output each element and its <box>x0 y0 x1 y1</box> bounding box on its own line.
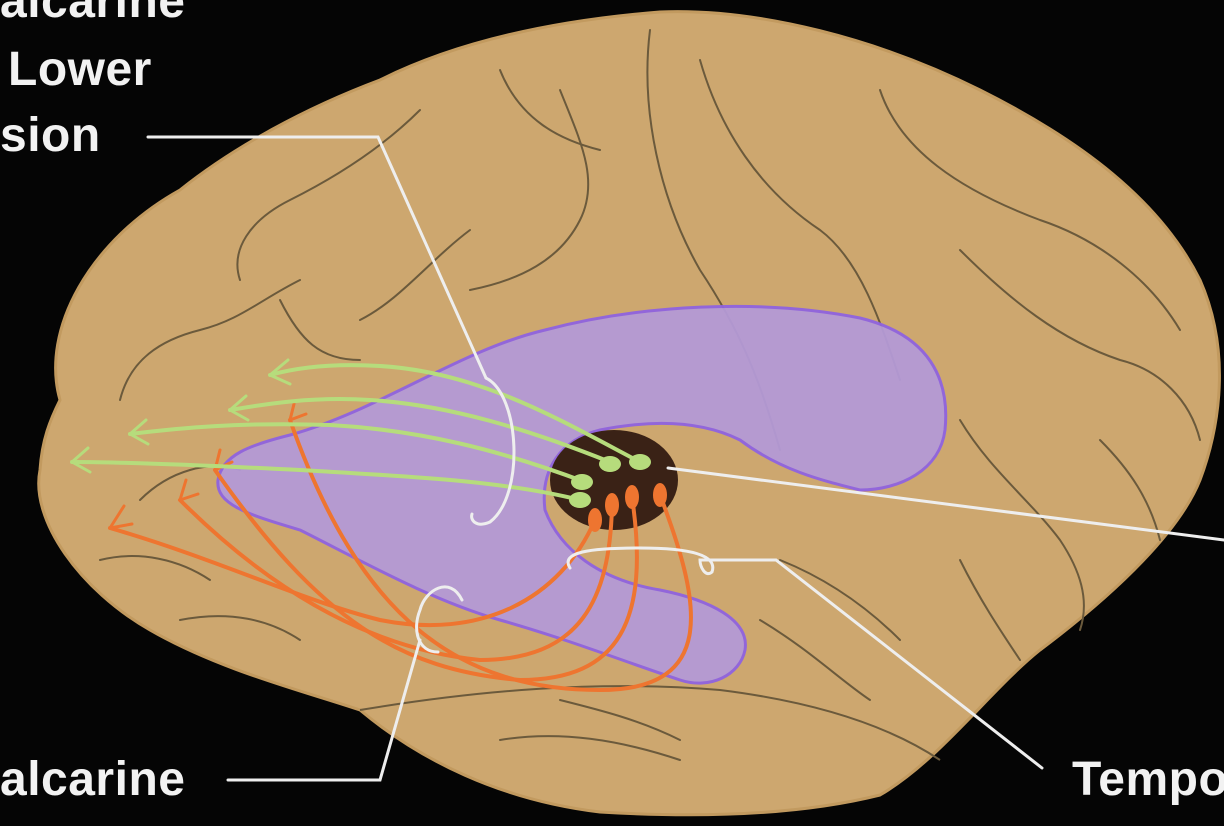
label-lower-calcarine: alcarine <box>0 756 185 804</box>
label-temporal: Tempo <box>1072 756 1224 804</box>
label-lower: Lower <box>8 46 152 94</box>
label-vision: sion <box>0 112 101 160</box>
label-upper-calcarine: alcarine <box>0 0 185 26</box>
